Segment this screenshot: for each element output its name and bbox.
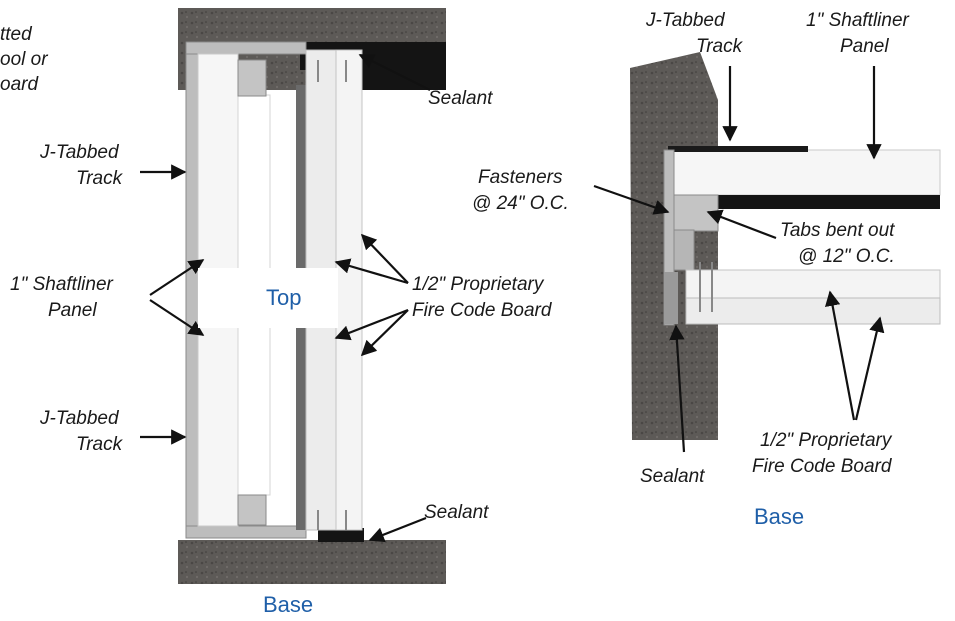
- bottom-fastener: [317, 510, 347, 530]
- fasteners-arrow: [593, 184, 670, 215]
- fire-board-arrow-1: [334, 258, 409, 285]
- shaftliner-line2: Panel: [48, 300, 97, 321]
- right-fire-board-line1: 1/2" Proprietary: [760, 430, 893, 451]
- right-tab-vertical: [673, 229, 695, 271]
- right-sealant-label: Sealant: [640, 466, 705, 487]
- tabs-bent-line1: Tabs bent out: [780, 220, 895, 241]
- right-j-track-line1: J-Tabbed: [645, 10, 726, 31]
- j-tabbed-track-bottom-line2: Track: [76, 434, 124, 455]
- bottom-tab: [237, 494, 267, 526]
- top-label-band: [198, 268, 338, 328]
- right-shaftliner-line1: 1" Shaftliner: [806, 10, 910, 31]
- j-tabbed-track-top-line2: Track: [76, 168, 124, 189]
- top-label: Top: [266, 285, 301, 310]
- right-shaftliner-line2: Panel: [840, 36, 889, 57]
- sealant-bottom-label: Sealant: [424, 502, 489, 523]
- clipped-label-2: ool or: [0, 49, 48, 70]
- right-j-track-line2: Track: [696, 36, 744, 57]
- clipped-label-1: tted: [0, 24, 33, 45]
- j-tabbed-track-top-line1: J-Tabbed: [39, 142, 120, 163]
- sealant-bottom-arrow: [368, 516, 427, 543]
- tabs-bent-line2: @ 12" O.C.: [798, 246, 895, 267]
- shaftliner-arrow-down: [149, 299, 205, 336]
- left-base-label: Base: [263, 592, 313, 617]
- right-fire-board-arrow-2: [854, 316, 885, 421]
- fire-board-arrow-4: [360, 309, 409, 357]
- right-dark-band: [718, 195, 940, 209]
- right-sealant: [664, 272, 678, 324]
- right-fire-board-line2: Fire Code Board: [752, 456, 893, 477]
- fasteners-line2: @ 24" O.C.: [472, 193, 569, 214]
- clipped-label-3: oard: [0, 74, 39, 95]
- right-fire-board-b: [685, 297, 941, 325]
- right-fire-board-a: [685, 269, 941, 299]
- top-fastener: [317, 60, 347, 82]
- right-base-label: Base: [754, 504, 804, 529]
- fire-board-arrow-2: [360, 233, 409, 284]
- fire-board-line2: Fire Code Board: [412, 300, 553, 321]
- bottom-concrete-slab: [178, 540, 446, 584]
- tabs-bent-arrow: [706, 209, 777, 240]
- fire-code-board-b: [335, 49, 363, 531]
- fire-board-line1: 1/2" Proprietary: [412, 274, 545, 295]
- right-fire-board-arrow-1: [824, 290, 856, 421]
- right-shaftliner-panel: [671, 149, 941, 196]
- j-tabbed-track-bottom-line1: J-Tabbed: [39, 408, 120, 429]
- left-diagram: tted ool or oard J-Tabbed Track 1" Shaft…: [0, 8, 553, 617]
- right-diagram: J-Tabbed Track 1" Shaftliner Panel Faste…: [472, 10, 941, 529]
- shaftliner-line1: 1" Shaftliner: [10, 274, 114, 295]
- fasteners-line1: Fasteners: [478, 167, 563, 188]
- j-track-bottom: [185, 525, 307, 539]
- right-j-track-lip: [668, 146, 808, 152]
- sealant-top-label: Sealant: [428, 88, 493, 109]
- j-track-top: [185, 41, 307, 55]
- fire-board-arrow-3: [334, 308, 409, 341]
- shaftliner-arrow-up: [149, 259, 205, 296]
- bottom-sealant: [318, 528, 364, 542]
- right-sealant-arrow: [669, 324, 686, 453]
- top-tab: [237, 59, 267, 97]
- right-fasteners: [699, 262, 713, 312]
- sealant-top-arrow: [358, 54, 431, 91]
- j-track-left-flange: [185, 47, 199, 539]
